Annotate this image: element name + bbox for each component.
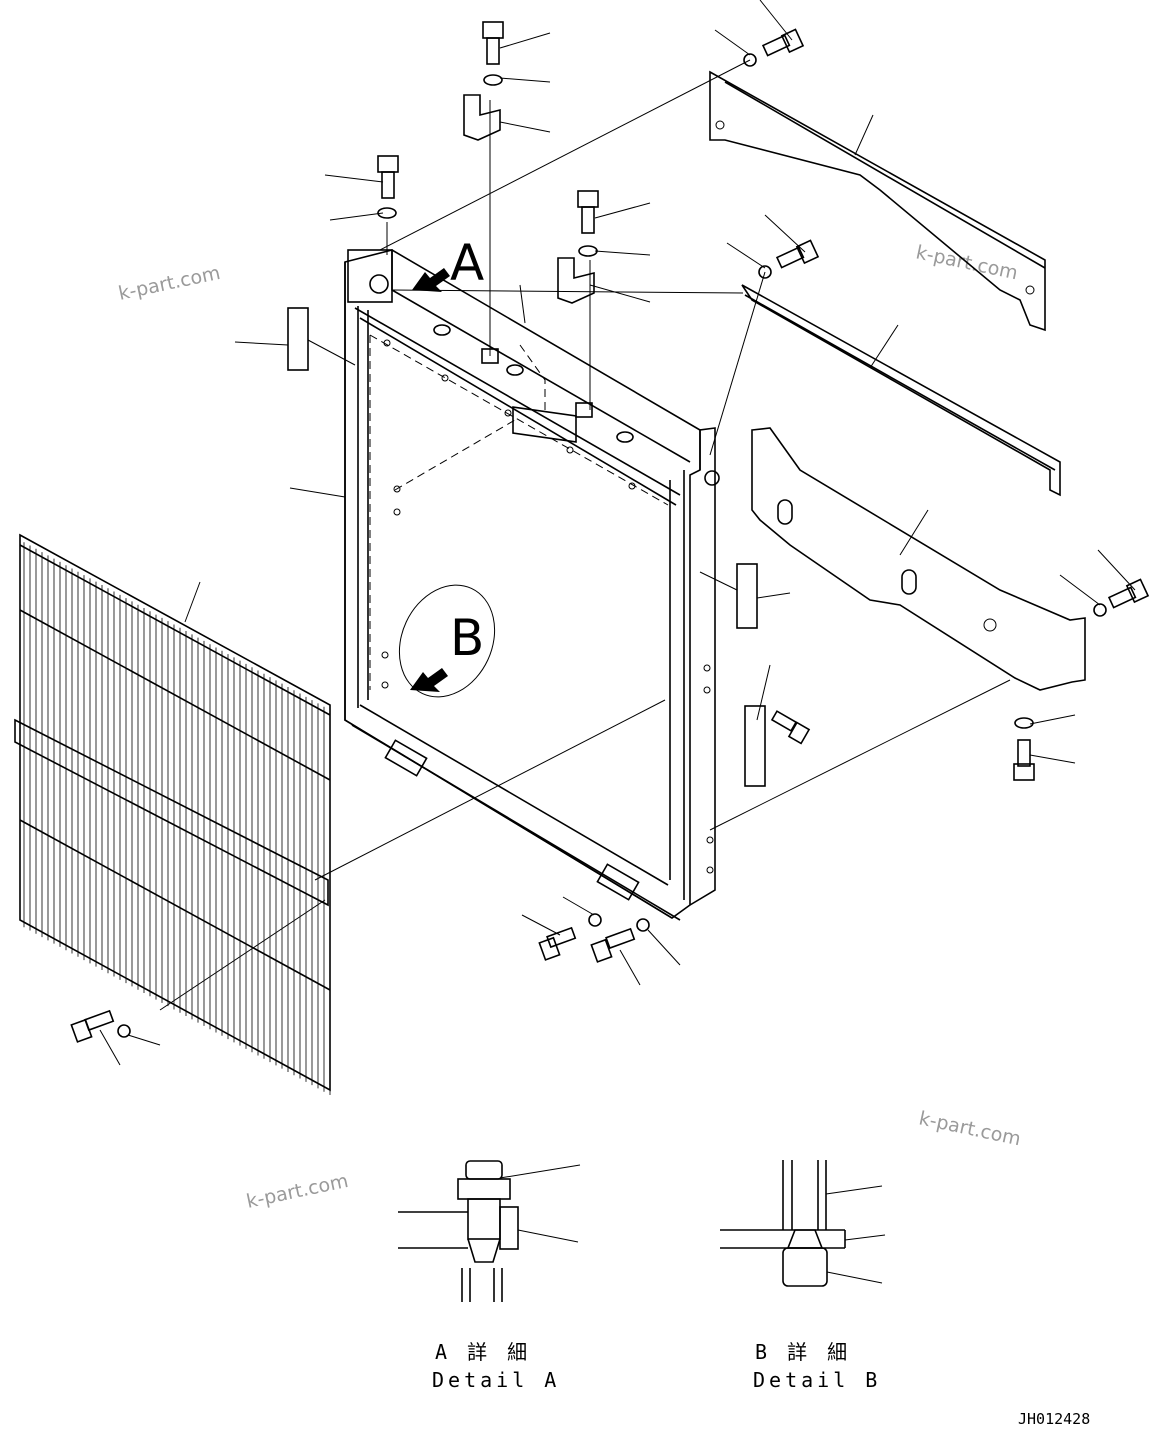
lower-side-plate bbox=[751, 427, 1086, 691]
tank-caps bbox=[433, 324, 634, 443]
watermark-4: k-part.com bbox=[244, 1170, 350, 1213]
watermark-1: k-part.com bbox=[116, 262, 222, 305]
bolts bbox=[70, 21, 1150, 1043]
grille-bars bbox=[23, 542, 331, 1095]
front-grille bbox=[14, 533, 331, 1095]
frame-holes bbox=[381, 339, 714, 874]
callout-b: B bbox=[398, 584, 496, 698]
detail-b-label-en: Detail B bbox=[753, 1368, 881, 1392]
watermark-3: k-part.com bbox=[917, 1107, 1023, 1150]
detail-a-label-en: Detail A bbox=[432, 1368, 560, 1392]
callout-b-letter: B bbox=[450, 609, 484, 667]
detail-a: A 詳 細 Detail A bbox=[398, 1160, 581, 1392]
detail-b: B 詳 細 Detail B bbox=[720, 1160, 886, 1392]
callout-a-letter: A bbox=[450, 234, 484, 292]
leader-lines bbox=[99, 0, 1136, 1066]
detail-a-label-jp: A 詳 細 bbox=[435, 1340, 531, 1364]
decal-label-2 bbox=[736, 563, 758, 629]
decal-label-1 bbox=[287, 307, 309, 371]
arrow-b-icon bbox=[410, 668, 448, 692]
detail-b-label-jp: B 詳 細 bbox=[755, 1340, 851, 1364]
arrow-a-icon bbox=[412, 268, 450, 292]
radiator-frame bbox=[344, 249, 720, 921]
seal-strip bbox=[741, 284, 1061, 497]
upper-side-plate bbox=[709, 70, 1046, 332]
callout-a: A bbox=[412, 234, 484, 292]
decal-label-3 bbox=[744, 705, 766, 787]
drawing-code: JH012428 bbox=[1018, 1410, 1090, 1428]
